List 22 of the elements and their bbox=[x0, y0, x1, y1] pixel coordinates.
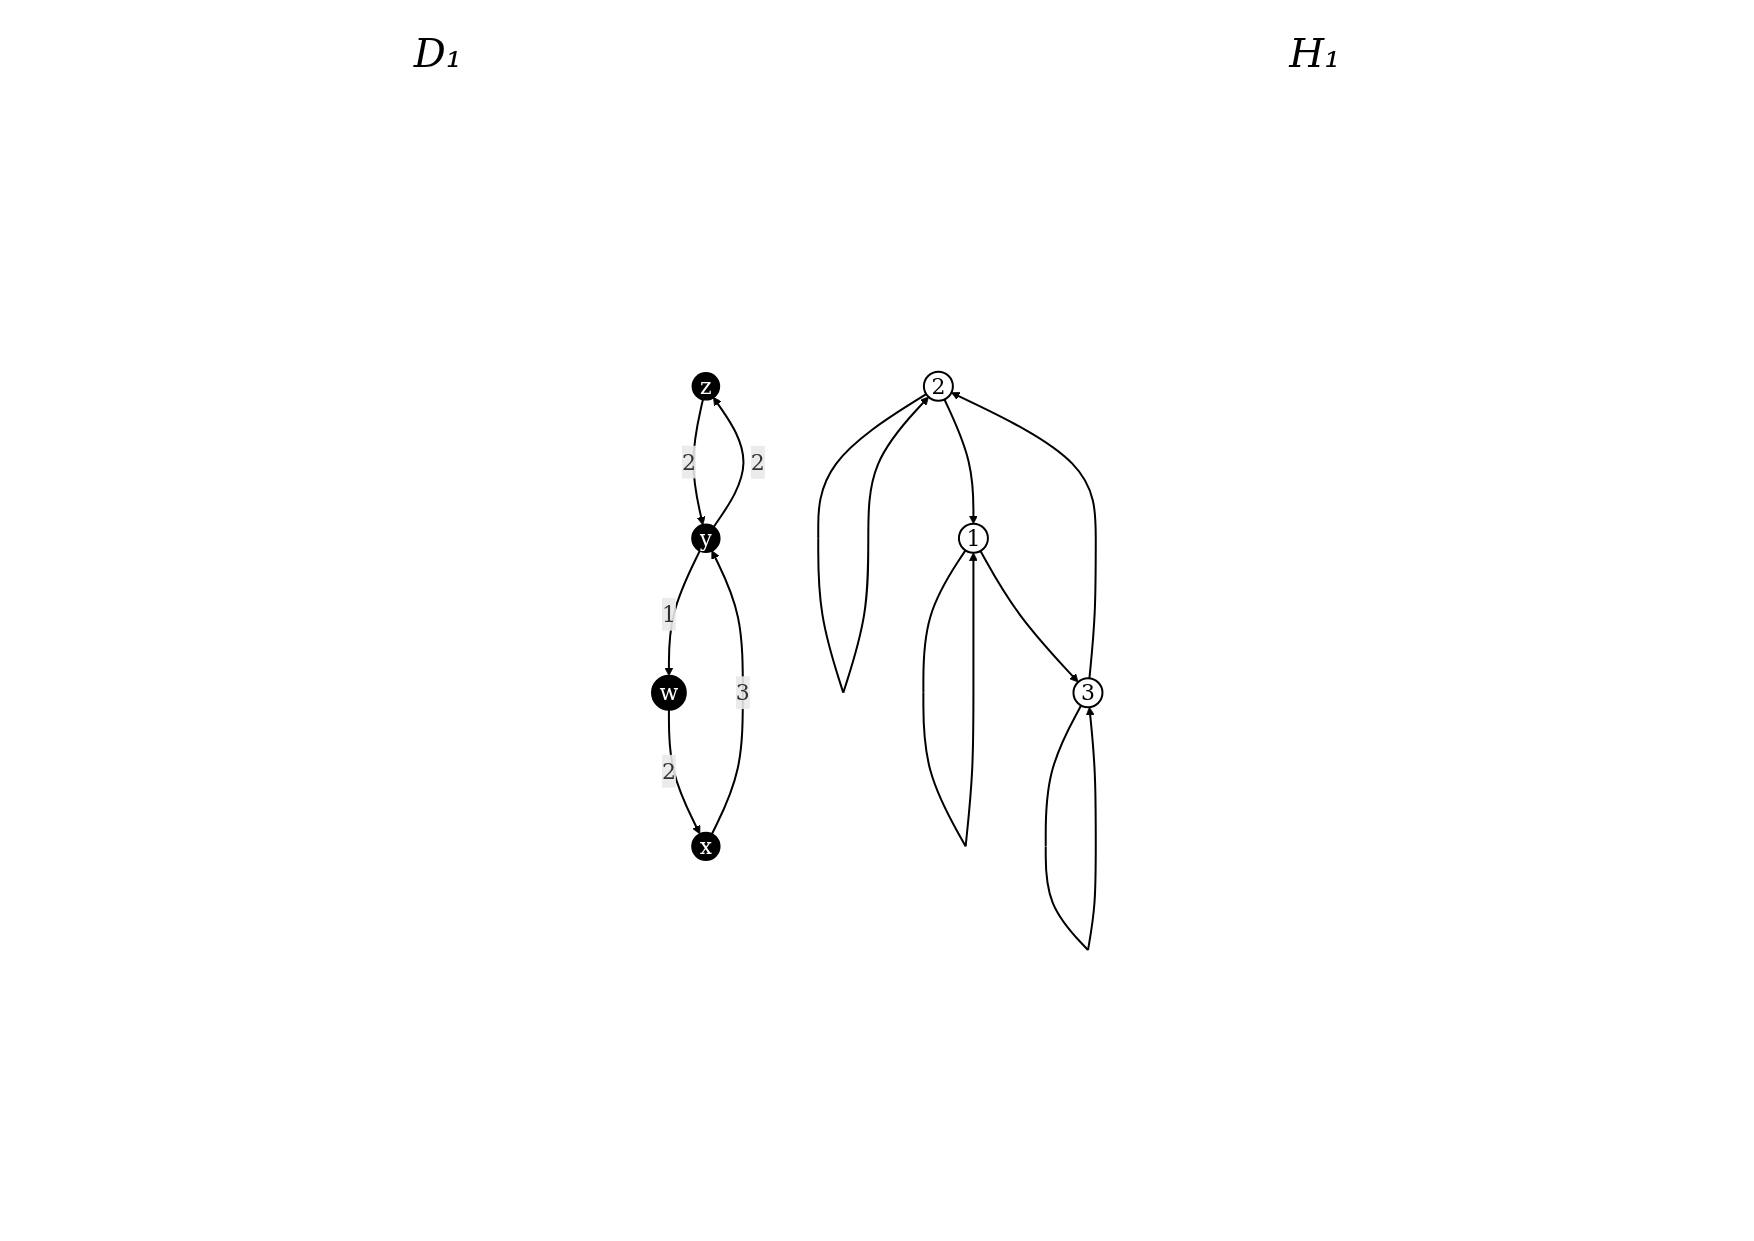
node-circle: z bbox=[691, 372, 720, 401]
node-circle: 3 bbox=[1072, 677, 1104, 709]
arrow bbox=[943, 398, 978, 525]
arrow bbox=[710, 550, 744, 836]
arrow bbox=[817, 393, 929, 694]
edge-label: 3 bbox=[735, 680, 750, 706]
arrow bbox=[922, 549, 978, 848]
edge-label: 1 bbox=[661, 601, 676, 627]
edge-label: 2 bbox=[681, 449, 696, 475]
node-circle: y bbox=[690, 523, 721, 553]
arrow bbox=[979, 549, 1079, 683]
node-circle: w bbox=[650, 674, 687, 711]
arrow bbox=[712, 396, 745, 528]
graph-name: H₁ bbox=[1289, 30, 1341, 76]
edge-label: 2 bbox=[661, 758, 676, 784]
edge-label: 2 bbox=[750, 449, 765, 475]
graph-name: D₁ bbox=[413, 30, 462, 76]
arrow bbox=[950, 392, 1097, 680]
node-circle: 2 bbox=[922, 370, 954, 402]
arrow bbox=[1044, 704, 1097, 952]
node-circle: x bbox=[690, 831, 721, 862]
node-circle: 1 bbox=[957, 522, 989, 554]
